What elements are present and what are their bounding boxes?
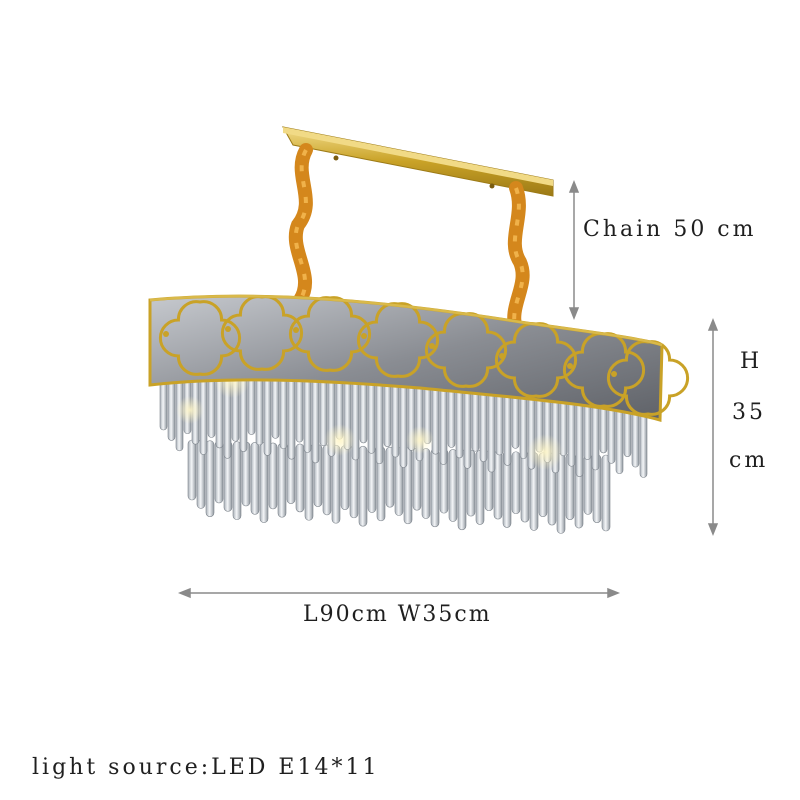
height-letter-label: H [740, 349, 763, 374]
chain-arrow [568, 179, 580, 321]
shade-band [148, 294, 690, 422]
chain-length-label: Chain 50 cm [583, 217, 757, 242]
light-source-label: light source:LED E14*11 [32, 755, 380, 780]
length-arrow [177, 587, 621, 599]
dimensions-label: L90cm W35cm [303, 602, 492, 627]
height-unit-label: cm [729, 448, 769, 473]
chain-straps [288, 143, 530, 337]
height-value-label: 35 [732, 400, 766, 425]
ceiling-canopy [282, 126, 554, 197]
height-arrow [707, 317, 719, 537]
